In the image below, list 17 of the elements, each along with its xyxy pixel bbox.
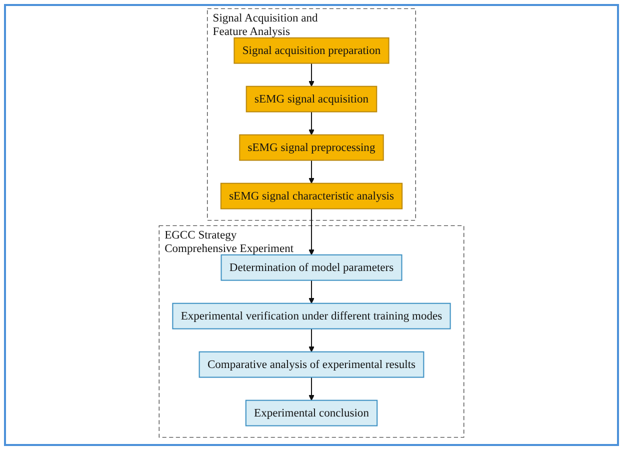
process-box: Signal acquisition preparation (234, 36, 390, 64)
arrow (308, 280, 314, 304)
group-title: EGCC Strategy Comprehensive Experiment (164, 228, 294, 254)
group-title: Signal Acquisition and Feature Analysis (212, 10, 318, 38)
process-box: Experimental verification under different training modes (172, 302, 451, 329)
arrow (308, 208, 314, 255)
process-box: sEMG signal acquisition (246, 85, 378, 112)
arrow (308, 62, 314, 86)
arrow (308, 160, 314, 184)
arrow (308, 328, 314, 352)
process-box: sEMG signal preprocessing (239, 134, 384, 160)
process-box: Experimental conclusion (245, 399, 378, 426)
process-box: Determination of model parameters (220, 254, 402, 280)
arrow (308, 376, 314, 400)
arrow (308, 111, 314, 135)
process-box: sEMG signal characteristic analysis (220, 182, 403, 209)
process-box: Comparative analysis of experimental results (198, 350, 424, 378)
